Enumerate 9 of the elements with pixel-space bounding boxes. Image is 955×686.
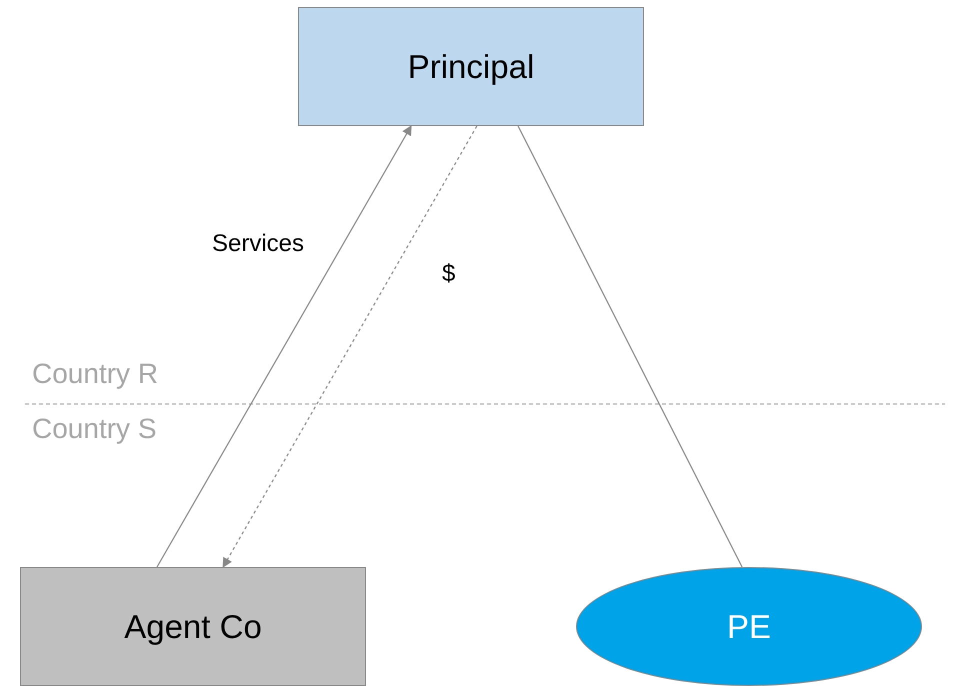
- region-label: Country R: [32, 358, 158, 390]
- arrow: [156, 125, 412, 568]
- region-label: Country S: [32, 413, 156, 445]
- node-label: PE: [726, 608, 772, 646]
- node-label: Principal: [408, 48, 534, 86]
- agent-box: [20, 567, 366, 686]
- node-label: Agent Co: [124, 608, 262, 646]
- arrow: [222, 126, 478, 568]
- principal-box: [298, 7, 644, 126]
